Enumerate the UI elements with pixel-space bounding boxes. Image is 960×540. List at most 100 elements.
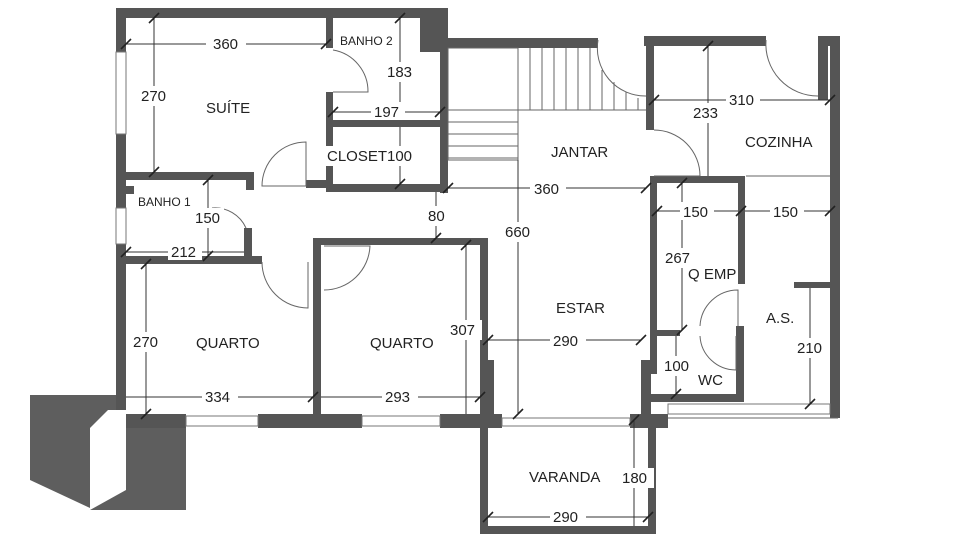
- room-label-closet: CLOSET: [327, 148, 387, 165]
- dim-tick: [320, 38, 332, 50]
- dim-label-as-width: 150: [773, 204, 798, 221]
- dim-tick: [735, 205, 747, 217]
- dim-tick: [651, 205, 663, 217]
- dim-label-jantar-width: 360: [534, 181, 559, 198]
- room-label-varanda: VARANDA: [529, 469, 600, 486]
- door-swing: [332, 49, 369, 93]
- door-swing: [699, 289, 739, 327]
- wall: [244, 228, 252, 258]
- dim-tick: [394, 12, 406, 24]
- dim-label-hall-gap: 80: [428, 208, 445, 225]
- wall: [480, 238, 488, 414]
- dim-label-living-height: 660: [505, 224, 530, 241]
- dim-tick: [670, 388, 682, 400]
- room-label-banho2: BANHO 2: [340, 34, 393, 48]
- dimension-labels: 360 270 183 197 100 150 212 360 80 660 3…: [130, 34, 828, 526]
- wall: [116, 172, 252, 180]
- wall: [326, 184, 448, 192]
- dim-tick: [676, 177, 688, 189]
- wall: [830, 36, 840, 418]
- dim-tick: [628, 414, 640, 426]
- wall: [480, 526, 656, 534]
- wall: [646, 36, 654, 130]
- room-label-quarto1: QUARTO: [196, 335, 260, 352]
- wall: [326, 18, 333, 48]
- dim-tick: [327, 106, 339, 118]
- dim-tick: [824, 94, 836, 106]
- door-swing: [699, 335, 737, 371]
- dim-tick: [460, 239, 472, 251]
- dim-label-banho2-width: 197: [374, 104, 399, 121]
- window: [361, 415, 441, 427]
- window: [501, 417, 631, 427]
- dim-tick: [635, 334, 647, 346]
- room-label-banho1: BANHO 1: [138, 195, 191, 209]
- door-swing: [596, 39, 647, 97]
- wall: [440, 414, 502, 428]
- dim-label-suite-height: 270: [141, 88, 166, 105]
- wall: [650, 176, 745, 183]
- room-label-wc: WC: [698, 372, 723, 389]
- dim-tick: [512, 408, 524, 420]
- window: [667, 403, 831, 415]
- dim-label-varanda-height: 180: [622, 470, 647, 487]
- dim-label-estar-width: 290: [553, 333, 578, 350]
- stairs: [447, 47, 646, 161]
- dim-tick: [148, 12, 160, 24]
- dim-label-quarto2-width: 293: [385, 389, 410, 406]
- wall: [246, 172, 254, 190]
- dim-label-suite-width: 360: [213, 36, 238, 53]
- dim-tick: [640, 182, 652, 194]
- dim-tick: [676, 324, 688, 336]
- room-label-jantar: JANTAR: [551, 144, 608, 161]
- dim-tick: [430, 232, 442, 244]
- wall: [738, 176, 745, 284]
- wall: [818, 36, 828, 100]
- window: [115, 207, 127, 245]
- dim-label-quarto2-height: 307: [450, 322, 475, 339]
- dim-label-banho1-height: 150: [195, 210, 220, 227]
- dim-tick: [140, 408, 152, 420]
- dim-tick: [202, 174, 214, 186]
- door-swing: [653, 129, 701, 177]
- dim-label-quarto1-width: 334: [205, 389, 230, 406]
- dimension-ticks: [120, 12, 836, 523]
- wall: [306, 180, 328, 188]
- dim-label-wc-height: 100: [664, 358, 689, 375]
- doors: [211, 39, 830, 371]
- dim-tick: [120, 246, 132, 258]
- dim-tick: [140, 258, 152, 270]
- dim-label-kitchen-height: 233: [693, 105, 718, 122]
- window: [185, 415, 259, 427]
- door-swing: [323, 245, 371, 291]
- dim-label-kitchen-top: 310: [729, 92, 754, 109]
- dim-tick: [642, 511, 654, 523]
- cube-logo-icon: [30, 395, 186, 510]
- wall: [650, 176, 657, 374]
- room-label-cozinha: COZINHA: [745, 134, 813, 151]
- wall: [116, 8, 448, 18]
- dim-label-quarto1-height: 270: [133, 334, 158, 351]
- wall: [313, 238, 488, 245]
- window: [115, 51, 127, 135]
- dim-label-q-emp-width: 150: [683, 204, 708, 221]
- door-swing: [261, 141, 307, 187]
- dim-label-varanda-width: 290: [553, 509, 578, 526]
- stair-outline: [447, 47, 519, 161]
- wall: [650, 394, 744, 402]
- door-swing: [211, 207, 247, 229]
- dim-tick: [120, 38, 132, 50]
- wall: [641, 360, 651, 420]
- wall: [480, 420, 488, 532]
- wall: [650, 330, 680, 336]
- wall: [448, 38, 598, 48]
- dim-tick: [804, 398, 816, 410]
- dim-tick: [702, 40, 714, 52]
- dim-tick: [434, 106, 446, 118]
- wall: [644, 36, 766, 46]
- room-label-as: A.S.: [766, 310, 794, 327]
- wall: [736, 326, 744, 398]
- dim-label-banho1-width: 212: [171, 244, 196, 261]
- room-label-suite: SUÍTE: [206, 100, 250, 117]
